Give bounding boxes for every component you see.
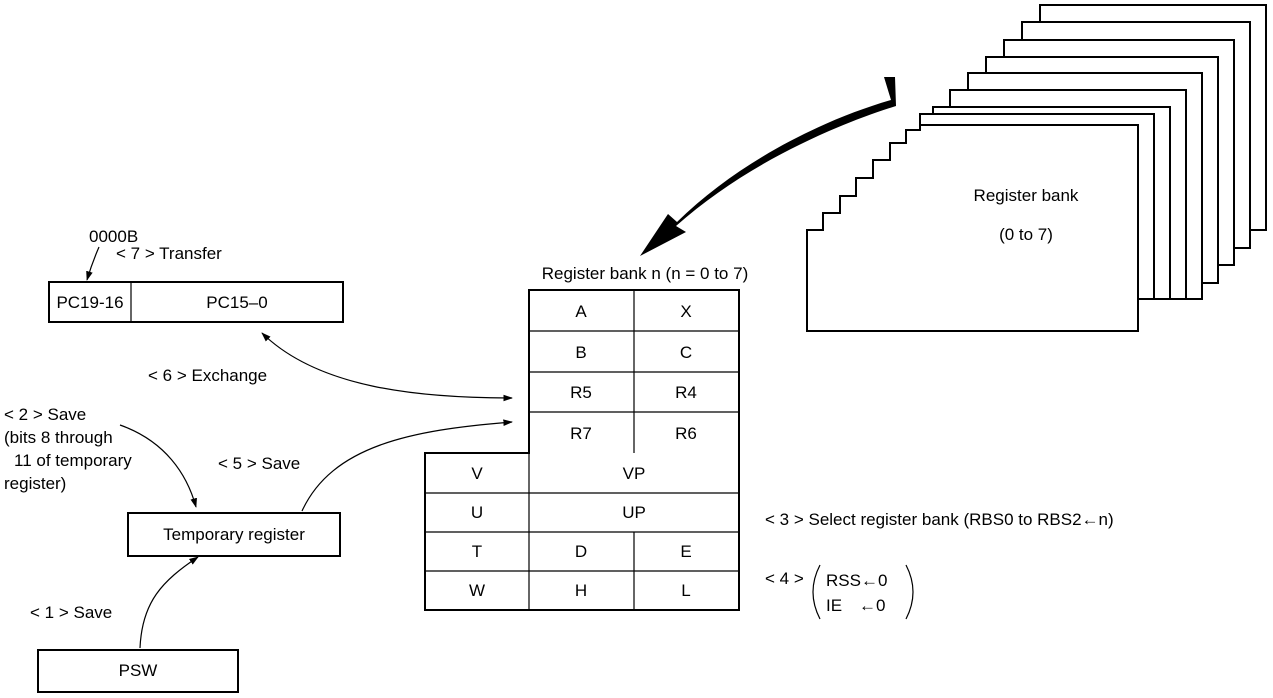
reg-a: A xyxy=(575,302,587,321)
step5-label: < 5 > Save xyxy=(218,454,300,473)
step6-label: < 6 > Exchange xyxy=(148,366,267,385)
step2-line3: 11 of temporary xyxy=(14,451,132,470)
reg-d: D xyxy=(575,542,587,561)
step3-label: < 3 > Select register bank (RBS0 to RBS2… xyxy=(765,510,1114,529)
step4-line2-a: IE xyxy=(826,596,842,615)
reg-e: E xyxy=(680,542,691,561)
step4-close-paren xyxy=(905,564,914,620)
step2-line1: < 2 > Save xyxy=(4,405,86,424)
vector-arrow xyxy=(86,246,100,281)
stack-front-sheet xyxy=(806,124,1139,332)
step2-line2: (bits 8 through xyxy=(4,428,113,447)
temporary-register-label: Temporary register xyxy=(163,525,305,544)
step4-line1: RSS←0 xyxy=(826,571,887,590)
step4-prefix: < 4 > xyxy=(765,569,804,588)
reg-b: B xyxy=(575,343,586,362)
reg-r6: R6 xyxy=(675,424,697,443)
bank-title: Register bank n (n = 0 to 7) xyxy=(542,264,748,283)
stack-label-line2: (0 to 7) xyxy=(999,225,1053,244)
register-bank-stack: Register bank (0 to 7) xyxy=(806,4,1267,332)
step7-label: < 7 > Transfer xyxy=(116,244,222,263)
reg-v: V xyxy=(471,464,483,483)
vector-address-label: 0000B xyxy=(89,227,138,246)
psw-label: PSW xyxy=(119,661,158,680)
step2-line4: register) xyxy=(4,474,66,493)
reg-u: U xyxy=(471,503,483,522)
step4-group: < 4 > RSS←0 IE ←0 xyxy=(765,564,914,620)
reg-c: C xyxy=(680,343,692,362)
save2-arrow xyxy=(119,424,197,508)
psw-box xyxy=(37,649,239,693)
register-bank-n: Register bank n (n = 0 to 7) A X B C R5 … xyxy=(424,264,748,611)
reg-vp: VP xyxy=(623,464,646,483)
pc-high: PC19-16 xyxy=(56,293,123,312)
pc-low: PC15–0 xyxy=(206,293,267,312)
step1-label: < 1 > Save xyxy=(30,603,112,622)
temporary-register-box xyxy=(127,512,341,557)
reg-h: H xyxy=(575,581,587,600)
reg-r5: R5 xyxy=(570,383,592,402)
reg-t: T xyxy=(472,542,482,561)
stack-label-line1: Register bank xyxy=(974,186,1079,205)
reg-up: UP xyxy=(622,503,646,522)
exchange-arrow xyxy=(261,332,513,402)
reg-w: W xyxy=(469,581,485,600)
bank-select-arrow xyxy=(640,77,896,256)
save1-arrow xyxy=(139,556,199,649)
reg-r4: R4 xyxy=(675,383,697,402)
step4-line2-b: ←0 xyxy=(859,596,885,615)
reg-r7: R7 xyxy=(570,424,592,443)
bank-outline xyxy=(424,289,740,611)
save5-arrow xyxy=(301,419,513,512)
reg-l: L xyxy=(681,581,690,600)
step4-open-paren xyxy=(812,564,821,620)
program-counter: PC19-16 PC15–0 xyxy=(48,281,344,323)
reg-x: X xyxy=(680,302,691,321)
